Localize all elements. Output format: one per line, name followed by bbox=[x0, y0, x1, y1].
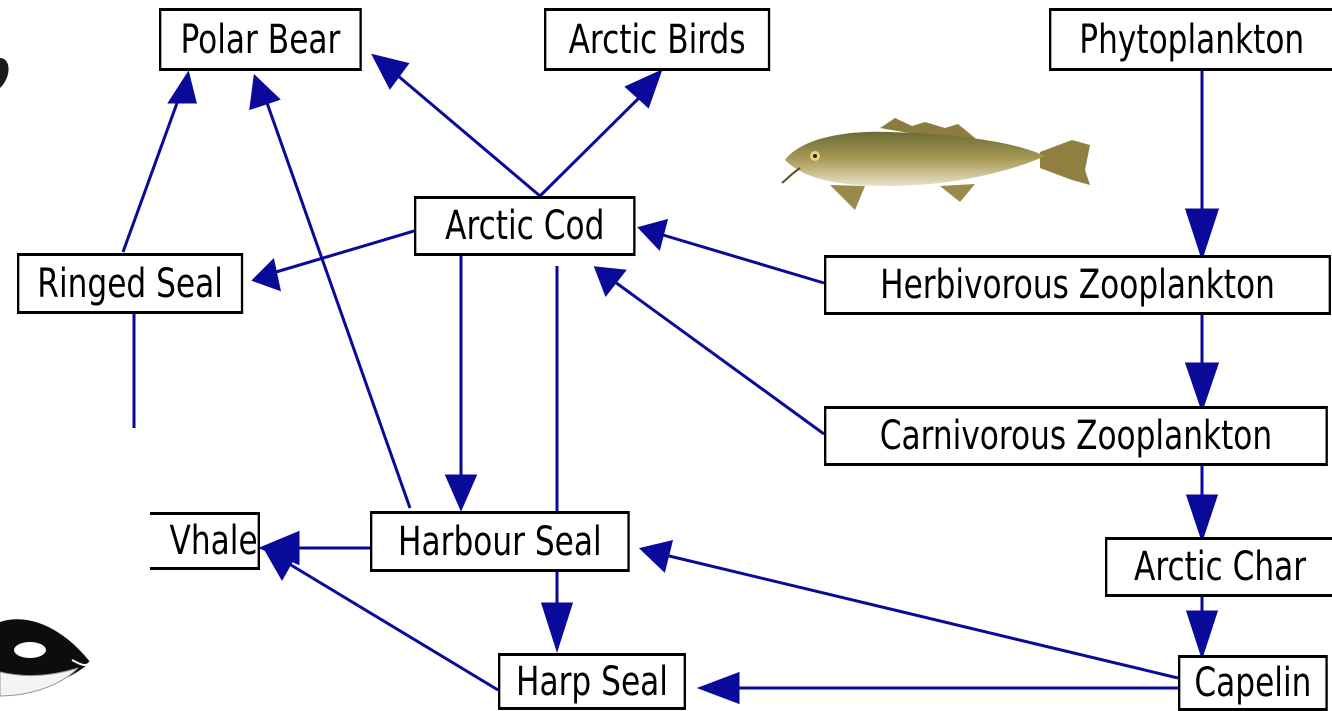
node-herbivorous-zooplankton: Herbivorous Zooplankton bbox=[824, 255, 1331, 315]
node-harbour-seal: Harbour Seal bbox=[370, 511, 630, 572]
arrowhead bbox=[640, 221, 666, 248]
node-arctic-char: Arctic Char bbox=[1105, 537, 1332, 597]
arrow-harp-seal-whale bbox=[286, 562, 498, 690]
arrowhead bbox=[266, 550, 296, 578]
arrow-capelin-harbour-seal bbox=[665, 555, 1178, 678]
node-arctic-birds: Arctic Birds bbox=[544, 8, 770, 71]
arrowhead bbox=[254, 261, 279, 289]
orca-whale-image bbox=[0, 619, 90, 696]
arrowhead bbox=[642, 542, 671, 570]
node-phytoplankton: Phytoplankton bbox=[1049, 8, 1332, 71]
arrowhead bbox=[543, 604, 571, 648]
arrowhead bbox=[596, 268, 624, 294]
arrow-carn-zoo-arctic-cod bbox=[615, 282, 824, 434]
node-harp-seal: Harp Seal bbox=[498, 653, 686, 710]
arrowhead bbox=[701, 674, 738, 702]
arrowhead bbox=[1187, 364, 1217, 408]
node-polar-bear: Polar Bear bbox=[159, 8, 362, 71]
arrowhead bbox=[447, 476, 475, 508]
arrowhead bbox=[627, 72, 660, 106]
arrowhead bbox=[1188, 496, 1216, 538]
node-capelin: Capelin bbox=[1178, 655, 1328, 711]
arrowhead bbox=[251, 77, 278, 108]
arrowhead bbox=[1187, 210, 1217, 256]
node-carnivorous-zooplankton: Carnivorous Zooplankton bbox=[824, 406, 1328, 466]
arrow-arctic-cod-polar-bear bbox=[397, 75, 540, 196]
partial-animal-image bbox=[0, 58, 9, 88]
node-whale: Vhale bbox=[150, 512, 260, 570]
arrowhead bbox=[1188, 612, 1216, 655]
arctic-cod-fish-image bbox=[782, 118, 1090, 210]
arrowhead bbox=[374, 56, 407, 87]
node-arctic-cod: Arctic Cod bbox=[414, 196, 636, 256]
arrow-herb-zoo-arctic-cod bbox=[663, 235, 824, 283]
arrow-arctic-cod-ringed-seal bbox=[276, 231, 414, 272]
arrow-harbour-seal-polar-bear bbox=[266, 100, 410, 508]
arrow-arctic-cod-arctic-birds bbox=[540, 92, 645, 196]
node-ringed-seal: Ringed Seal bbox=[17, 253, 243, 314]
